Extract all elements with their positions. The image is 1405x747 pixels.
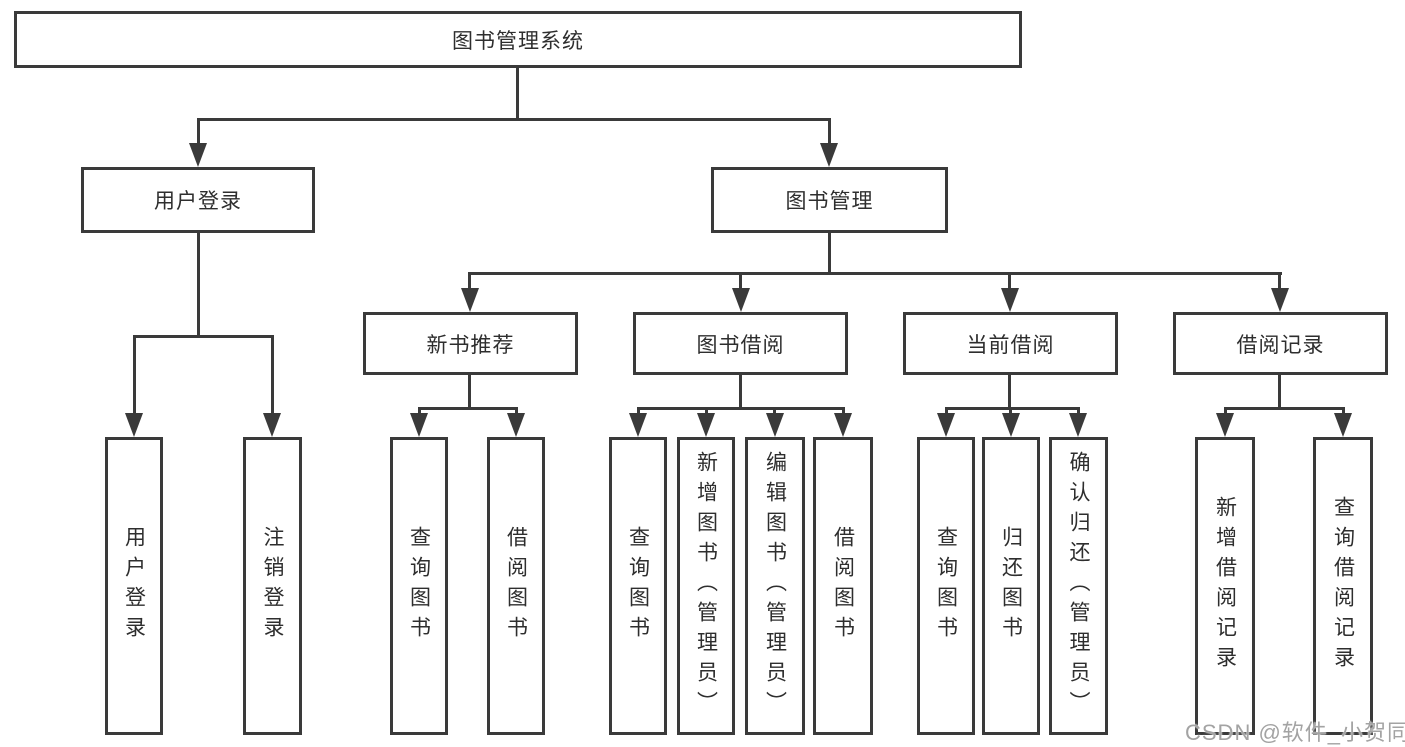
connector-borrow-bar: [637, 407, 845, 410]
arrow-to-book-borrow: [732, 288, 750, 312]
node-current-borrow: 当前借阅: [903, 312, 1118, 375]
connector-stub-leaf-logout: [271, 335, 274, 416]
arrow-to-borrow-borrow: [834, 413, 852, 437]
leaf-records-add-record-label: 新增借阅记录: [1213, 496, 1237, 676]
leaf-records-query-record: 查询借阅记录: [1313, 437, 1373, 735]
leaf-borrow-borrow-books: 借阅图书: [813, 437, 873, 735]
leaf-current-return-books: 归还图书: [982, 437, 1040, 735]
leaf-current-return-books-label: 归还图书: [999, 526, 1023, 646]
arrow-to-book-management: [820, 143, 838, 167]
arrow-to-records-add: [1216, 413, 1234, 437]
connector-recommend-bar: [418, 407, 518, 410]
connector-recommend-down: [468, 375, 471, 410]
arrow-to-recommend-query: [410, 413, 428, 437]
connector-borrow-down: [739, 375, 742, 410]
arrow-to-borrow-records: [1271, 288, 1289, 312]
connector-current-bar: [945, 407, 1080, 410]
node-user-login-label: 用户登录: [154, 190, 242, 213]
leaf-logout: 注销登录: [243, 437, 302, 735]
node-borrow-records: 借阅记录: [1173, 312, 1388, 375]
arrow-to-current-query: [937, 413, 955, 437]
leaf-recommend-borrow-books: 借阅图书: [487, 437, 545, 735]
leaf-recommend-borrow-books-label: 借阅图书: [504, 526, 528, 646]
node-book-borrow-label: 图书借阅: [696, 333, 785, 357]
node-book-borrow: 图书借阅: [633, 312, 848, 375]
connector-root-down: [516, 68, 519, 121]
leaf-current-query-books-label: 查询图书: [934, 526, 958, 646]
node-user-login: 用户登录: [81, 167, 315, 233]
connector-user-login-down: [197, 233, 200, 335]
leaf-borrow-edit-books-admin-label: 编辑图书（管理员）: [763, 451, 787, 721]
connector-stub-borrow-records: [1278, 272, 1281, 290]
connector-records-bar: [1224, 407, 1345, 410]
connector-user-login-bar: [133, 335, 274, 338]
node-new-book-recommend: 新书推荐: [363, 312, 578, 375]
leaf-current-confirm-return-admin-label: 确认归还（管理员）: [1067, 451, 1090, 721]
node-book-management-label: 图书管理: [785, 190, 874, 213]
connector-stub-new-book-recommend: [468, 272, 471, 290]
arrow-to-leaf-logout: [263, 413, 281, 437]
leaf-user-login: 用户登录: [105, 437, 163, 735]
arrow-to-current-confirm: [1069, 413, 1087, 437]
leaf-borrow-query-books-label: 查询图书: [626, 526, 650, 646]
leaf-current-query-books: 查询图书: [917, 437, 975, 735]
connector-stub-book-borrow: [739, 272, 742, 290]
leaf-records-query-record-label: 查询借阅记录: [1331, 496, 1355, 676]
leaf-borrow-add-books-admin: 新增图书（管理员）: [677, 437, 735, 735]
leaf-records-add-record: 新增借阅记录: [1195, 437, 1255, 735]
arrow-to-user-login: [189, 143, 207, 167]
leaf-current-confirm-return-admin: 确认归还（管理员）: [1049, 437, 1108, 735]
connector-stub-user-login: [197, 118, 200, 146]
arrow-to-borrow-edit: [766, 413, 784, 437]
node-root-label: 图书管理系统: [452, 29, 584, 53]
arrow-to-leaf-user-login: [125, 413, 143, 437]
connector-stub-current-borrow: [1008, 272, 1011, 290]
csdn-watermark: CSDN @软件_小贺同学: [1185, 720, 1405, 745]
connector-records-down: [1278, 375, 1281, 410]
connector-stub-leaf-user-login: [133, 335, 136, 416]
connector-book-management-down: [828, 233, 831, 274]
arrow-to-current-borrow: [1001, 288, 1019, 312]
leaf-recommend-query-books: 查询图书: [390, 437, 448, 735]
node-root: 图书管理系统: [14, 11, 1022, 68]
arrow-to-borrow-add: [697, 413, 715, 437]
leaf-borrow-add-books-admin-label: 新增图书（管理员）: [694, 451, 718, 721]
node-current-borrow-label: 当前借阅: [966, 333, 1055, 357]
arrow-to-new-book-recommend: [461, 288, 479, 312]
node-new-book-recommend-label: 新书推荐: [426, 333, 515, 357]
leaf-user-login-label: 用户登录: [122, 526, 146, 646]
arrow-to-borrow-query: [629, 413, 647, 437]
leaf-borrow-borrow-books-label: 借阅图书: [831, 526, 855, 646]
connector-current-down: [1008, 375, 1011, 410]
arrow-to-records-query: [1334, 413, 1352, 437]
leaf-recommend-query-books-label: 查询图书: [407, 526, 431, 646]
leaf-logout-label: 注销登录: [261, 526, 284, 646]
arrow-to-recommend-borrow: [507, 413, 525, 437]
leaf-borrow-query-books: 查询图书: [609, 437, 667, 735]
connector-level2-bar: [197, 118, 831, 121]
leaf-borrow-edit-books-admin: 编辑图书（管理员）: [745, 437, 805, 735]
connector-stub-book-management: [828, 118, 831, 146]
node-book-management: 图书管理: [711, 167, 948, 233]
connector-level3-bar: [468, 272, 1282, 275]
node-borrow-records-label: 借阅记录: [1236, 333, 1325, 357]
arrow-to-current-return: [1002, 413, 1020, 437]
